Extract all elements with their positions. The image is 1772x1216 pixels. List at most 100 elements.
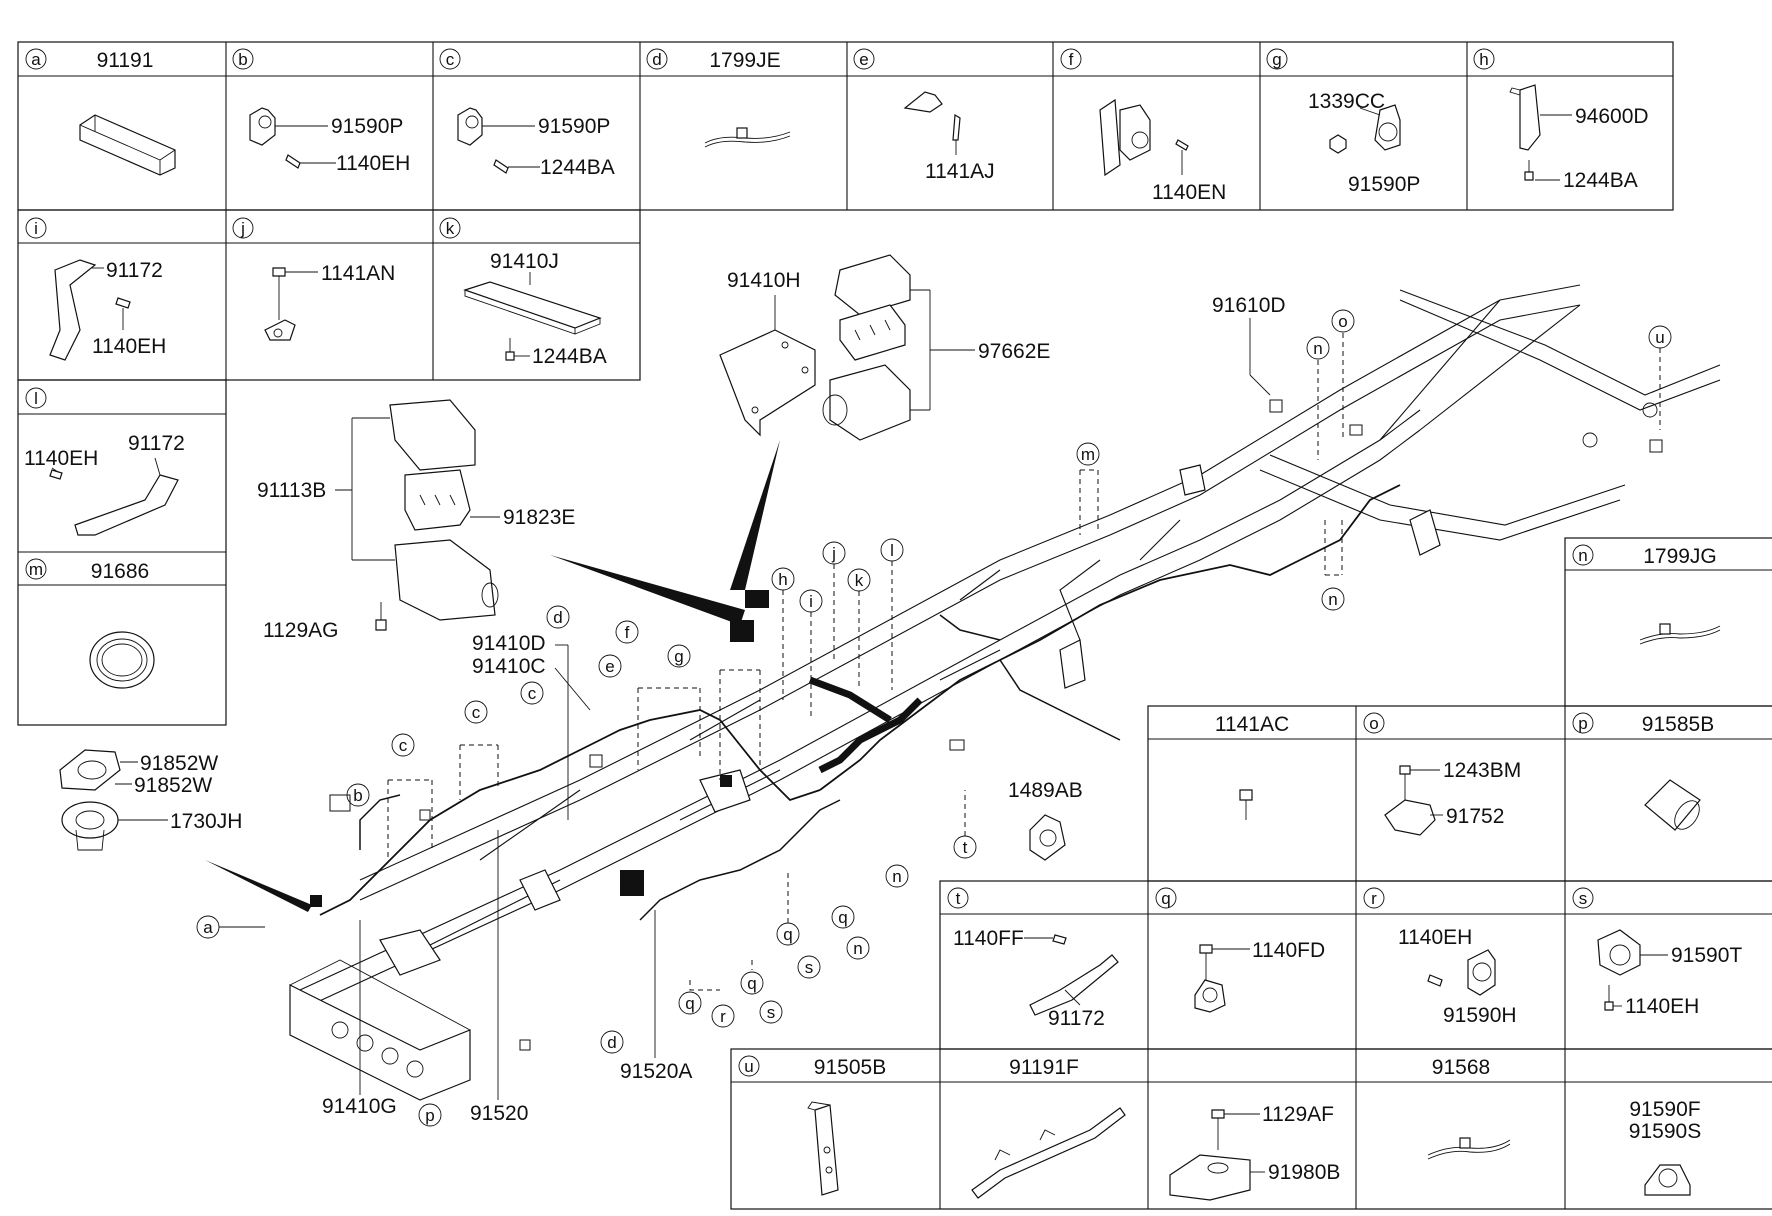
svg-text:1141AJ: 1141AJ — [925, 160, 995, 183]
svg-text:1339CC: 1339CC — [1308, 90, 1385, 113]
svg-text:91752: 91752 — [1446, 805, 1504, 828]
legend-cell-u: u 91505B — [738, 1055, 886, 1196]
svg-text:1140EH: 1140EH — [1398, 926, 1472, 949]
svg-text:1244BA: 1244BA — [1563, 169, 1638, 192]
legend-cell-i: i 91172 1140EH — [25, 217, 166, 361]
grommet-part — [89, 631, 155, 689]
svg-text:c: c — [528, 684, 537, 703]
svg-text:e: e — [605, 657, 614, 676]
svg-text:c: c — [472, 703, 481, 722]
svg-text:1243BM: 1243BM — [1443, 759, 1521, 782]
svg-text:91410G: 91410G — [322, 1095, 397, 1118]
svg-text:1730JH: 1730JH — [170, 810, 242, 833]
bolt-part — [285, 154, 301, 169]
svg-text:p: p — [425, 1106, 434, 1125]
svg-text:1129AF: 1129AF — [1262, 1103, 1334, 1126]
svg-text:91410C: 91410C — [472, 655, 546, 678]
svg-text:91505B: 91505B — [814, 1056, 886, 1079]
svg-text:91172: 91172 — [106, 259, 163, 282]
legend-cell-91191F: 91191F — [971, 1056, 1126, 1199]
svg-text:1799JE: 1799JE — [709, 49, 780, 72]
legend-cell-n: n 1799JG — [1572, 544, 1721, 645]
svg-text:1140EH: 1140EH — [92, 335, 166, 358]
legend-cell-e: e 1141AJ — [853, 48, 995, 183]
svg-text:94600D: 94600D — [1575, 105, 1649, 128]
svg-text:91113B: 91113B — [257, 479, 326, 502]
legend-cell-k: k 91410J 1244BA — [439, 217, 607, 368]
svg-text:u: u — [1655, 328, 1664, 347]
svg-text:q: q — [1161, 889, 1170, 908]
svg-text:s: s — [1579, 889, 1588, 908]
legend-cell-l: l 1140EH 91172 — [24, 387, 185, 536]
svg-text:s: s — [767, 1003, 776, 1022]
svg-text:1140EH: 1140EH — [336, 152, 410, 175]
svg-text:g: g — [1272, 50, 1281, 69]
svg-text:91590S: 91590S — [1629, 1120, 1701, 1143]
svg-text:s: s — [805, 958, 814, 977]
svg-text:c: c — [446, 50, 455, 69]
svg-text:l: l — [890, 541, 894, 560]
svg-text:n: n — [853, 939, 862, 958]
svg-text:i: i — [34, 219, 38, 238]
svg-text:91191F: 91191F — [1009, 1056, 1079, 1079]
svg-text:t: t — [963, 838, 968, 857]
svg-text:h: h — [778, 570, 787, 589]
svg-text:j: j — [240, 219, 245, 238]
pointer-wedges — [205, 440, 780, 912]
svg-text:k: k — [855, 571, 864, 590]
legend-cell-m: m 91686 — [25, 558, 155, 689]
svg-text:1244BA: 1244BA — [532, 345, 607, 368]
svg-text:d: d — [553, 608, 562, 627]
legend-cell-s: s 91590T 1140EH — [1572, 887, 1742, 1018]
svg-text:h: h — [1479, 50, 1488, 69]
svg-text:91410J: 91410J — [490, 250, 559, 273]
svg-text:d: d — [652, 50, 661, 69]
svg-text:q: q — [685, 994, 694, 1013]
svg-text:1140EH: 1140EH — [24, 447, 98, 470]
legend-cell-a: a 91191 — [25, 48, 176, 176]
relay-box-assembly: 91113B 91823E 1129AG — [257, 399, 575, 642]
fuse-bracket-assembly: 91410H 97662E — [719, 254, 1050, 441]
legend-cell-1129AF: 1129AF 91980B — [1169, 1103, 1340, 1201]
svg-text:91980B: 91980B — [1268, 1161, 1340, 1184]
harness-labels: 91410D 91410C 91410G 91520 91520A 1489AB — [322, 632, 1083, 1125]
svg-text:1140EN: 1140EN — [1152, 181, 1226, 204]
svg-text:91520: 91520 — [470, 1102, 528, 1125]
svg-text:91590H: 91590H — [1443, 1004, 1517, 1027]
svg-text:a: a — [203, 918, 213, 937]
svg-text:1140FF: 1140FF — [953, 927, 1024, 950]
svg-text:p: p — [1578, 714, 1587, 733]
svg-text:g: g — [674, 647, 683, 666]
svg-text:i: i — [809, 592, 813, 611]
svg-text:n: n — [1578, 546, 1587, 565]
svg-text:f: f — [1069, 50, 1074, 69]
svg-text:91191: 91191 — [97, 49, 154, 72]
svg-text:q: q — [747, 974, 756, 993]
legend-cell-p: p 91585B — [1572, 712, 1714, 831]
svg-text:91172: 91172 — [1048, 1007, 1105, 1030]
svg-text:91823E: 91823E — [503, 506, 575, 529]
svg-text:91568: 91568 — [1432, 1056, 1490, 1079]
svg-text:q: q — [783, 925, 792, 944]
svg-text:u: u — [744, 1057, 753, 1076]
svg-text:91590F: 91590F — [1629, 1098, 1700, 1121]
svg-text:91590P: 91590P — [331, 115, 403, 138]
legend-cell-c: c 91590P 1244BA — [439, 48, 615, 179]
wiring-harness — [310, 399, 1663, 1051]
svg-text:e: e — [859, 50, 868, 69]
svg-text:b: b — [353, 786, 362, 805]
legend-cell-91568: 91568 — [1427, 1056, 1511, 1160]
protector-part — [79, 114, 176, 176]
svg-text:1141AC: 1141AC — [1215, 713, 1289, 736]
frame-harness-label: 91610D — [1212, 294, 1286, 396]
svg-text:b: b — [238, 50, 247, 69]
svg-text:91520A: 91520A — [620, 1060, 692, 1083]
svg-text:d: d — [607, 1033, 616, 1052]
svg-text:97662E: 97662E — [978, 340, 1050, 363]
svg-text:t: t — [956, 889, 961, 908]
svg-text:1489AB: 1489AB — [1008, 779, 1083, 802]
grommet-group: 91852W 91852W 1730JH — [59, 749, 242, 851]
svg-text:n: n — [1328, 590, 1337, 609]
legend-cell-g: g 1339CC 91590P — [1266, 48, 1420, 196]
